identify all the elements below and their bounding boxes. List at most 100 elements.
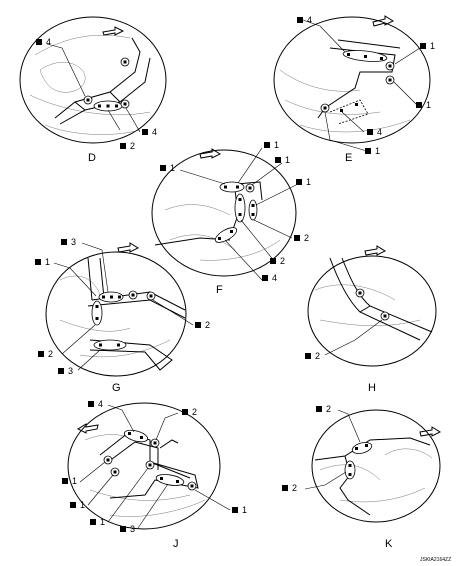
panel-j-callout: 1 (80, 500, 85, 510)
panel-j-callout-marker (62, 478, 68, 484)
panel-e-letter: E (345, 152, 352, 164)
panel-d-leader (46, 43, 86, 97)
panel-j-bracket (159, 439, 179, 449)
panel-e-callout-marker (297, 17, 303, 23)
panel-j-callout-marker (70, 502, 76, 508)
panel-k-letter: K (385, 538, 393, 550)
panel-e: 4 1 1 4 1 E (273, 15, 435, 164)
panel-f-body-lines (164, 204, 281, 261)
panel-j-callout-marker (90, 519, 96, 525)
panel-d-letter: D (88, 152, 96, 164)
panel-f-leader (240, 219, 276, 263)
panel-f: 1 1 1 1 2 2 4 F (151, 140, 311, 296)
panel-k-weld-point (355, 447, 358, 450)
panel-k: 2 2 K (282, 404, 442, 550)
panel-j-outline (67, 402, 221, 530)
panel-g-weld-point (118, 295, 121, 299)
panel-e-leader (341, 111, 365, 133)
panel-f-leader (255, 184, 297, 206)
panel-g-callout: 3 (71, 237, 76, 247)
panel-f-spot-group (248, 199, 258, 221)
panel-d-callout: 4 (46, 37, 51, 47)
panel-j-member (99, 432, 191, 479)
panel-e-leader (393, 81, 419, 107)
panel-f-weld-point (248, 186, 252, 190)
panel-f-weld-point (251, 213, 255, 216)
panel-g-callout: 1 (45, 257, 50, 267)
panel-j-weld-point (113, 470, 117, 474)
panel-d-body-lines (29, 35, 151, 135)
panel-e-weld-point (340, 109, 343, 112)
panel-h-member (329, 257, 433, 341)
panel-k-spot-group (351, 442, 373, 454)
panel-f-weld-point (224, 185, 227, 189)
panel-k-weld-point (348, 473, 352, 476)
panel-d-body-shape (39, 62, 86, 93)
panel-k-weld-point (365, 444, 368, 447)
panel-f-member (154, 181, 263, 246)
panel-d-weld-point (123, 60, 127, 64)
panel-d-weld-point (115, 104, 118, 108)
panel-e-callout: 1 (426, 100, 431, 110)
panel-g-leader (77, 349, 101, 371)
panel-g-callout-marker (35, 259, 41, 265)
panel-e-callout-marker (365, 148, 371, 154)
panel-g-weld-point (131, 293, 135, 297)
panel-d-member-ribs (74, 91, 121, 111)
panel-d-callout-marker (120, 143, 126, 149)
panel-j-callout-marker (88, 401, 94, 407)
panel-e-direction-arrow (372, 15, 395, 27)
panel-e-callout: 1 (375, 146, 380, 156)
panel-j-weld-point (148, 463, 152, 467)
panel-j-weld-point (153, 441, 157, 445)
panel-f-spot-group (214, 227, 238, 243)
panel-g-leader (61, 324, 96, 355)
panel-k-callout-marker (282, 485, 288, 491)
panel-g-weld-point (117, 343, 120, 347)
panel-j-letter: J (173, 538, 179, 550)
panel-j-callout-marker (182, 409, 188, 415)
panel-e-leader (324, 111, 371, 153)
panel-g-weld-point (95, 317, 99, 320)
panel-k-callout: 2 (326, 404, 331, 414)
panel-d-weld-point (106, 104, 110, 108)
panel-g-direction-arrow (117, 242, 140, 253)
panel-g-lower-member (89, 339, 173, 371)
panel-f-weld-point (238, 198, 242, 201)
panel-f-callout: 2 (304, 233, 309, 243)
panel-j-leader (194, 489, 231, 511)
panel-e-callout: 4 (307, 15, 312, 25)
panel-e-weld-point (355, 103, 358, 106)
panel-g-body-lines (59, 275, 171, 358)
panel-f-leader (253, 219, 293, 239)
panel-h-callout-marker (305, 353, 311, 359)
panel-e-hidden-edge (329, 99, 369, 125)
panel-f-weld-point (218, 237, 221, 240)
panel-e-weld-point (380, 57, 383, 60)
panel-g-outline (45, 251, 187, 377)
panel-g-weld-point (99, 343, 102, 347)
panel-h-leader (324, 319, 383, 356)
panel-f-callout: 1 (306, 177, 311, 187)
panel-f-callout-marker (262, 275, 268, 281)
panel-k-direction-arrow (419, 426, 442, 437)
panel-j-callout: 1 (242, 505, 247, 515)
panel-j-callout: 4 (98, 399, 103, 409)
panel-f-callout-marker (160, 165, 166, 171)
panel-k-weld-point (348, 464, 352, 467)
panel-h-weld-point (383, 314, 387, 318)
panel-e-weld-point (323, 106, 327, 110)
panel-f-callout: 1 (170, 163, 175, 173)
panel-j-direction-arrow (76, 423, 99, 434)
panel-f-callout-marker (270, 258, 276, 264)
panel-j-weld-point (176, 480, 179, 483)
panel-h-letter: H (368, 382, 376, 394)
panel-f-spot-group (234, 193, 246, 223)
panel-f-leader (224, 239, 263, 281)
panel-f-callout-marker (294, 235, 300, 241)
panel-d-weld-point (123, 102, 127, 106)
panel-g-callout-marker (58, 368, 64, 374)
panel-g-weld-point (95, 305, 99, 308)
